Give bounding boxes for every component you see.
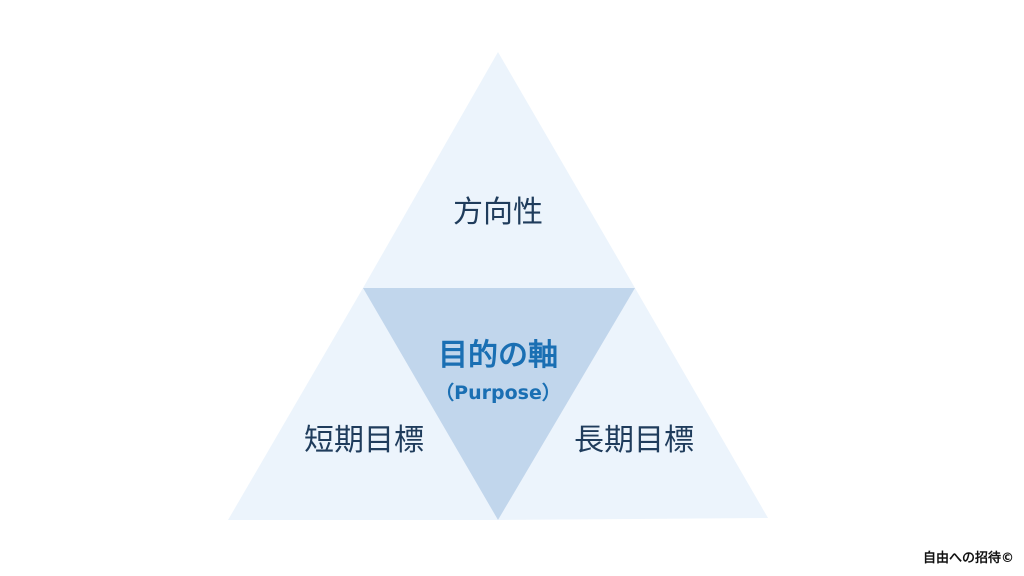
- left-label: 短期目標: [304, 423, 424, 458]
- right-triangle: [498, 288, 768, 520]
- right-label: 長期目標: [574, 423, 694, 458]
- left-triangle: [228, 288, 498, 520]
- center-subtitle: （Purpose）: [435, 381, 561, 404]
- center-title: 目的の軸: [438, 338, 558, 373]
- copyright-text: 自由への招待©: [922, 551, 1014, 566]
- center-triangle: [363, 288, 635, 520]
- top-label: 方向性: [453, 195, 543, 230]
- top-triangle: [363, 52, 635, 288]
